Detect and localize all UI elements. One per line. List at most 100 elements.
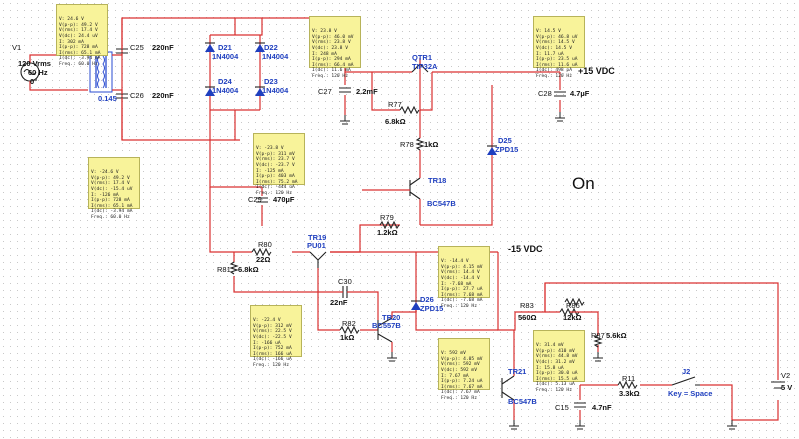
resistor-r81[interactable] [229,261,239,275]
probe-line: V(rms): 17.4 V [91,181,130,187]
probe-line: I(dc): -3.94 mA [91,209,133,215]
r11-value: 3.3kΩ [619,389,640,398]
r79-value: 1.2kΩ [377,228,398,237]
r83-value: 560Ω [518,313,537,322]
probe-line: Freq.: 120 Hz [256,190,292,196]
resistor-r86[interactable] [564,297,585,307]
probe-line: I: -7.68 mA [441,281,472,287]
transistor-tr18[interactable] [409,177,421,200]
r83-name: R83 [520,301,534,310]
probe-line: V(p-p): 46.8 uV [536,34,578,40]
probe-line: I(rms): 15.5 uA [536,376,578,382]
switch-j2[interactable] [671,376,700,386]
capacitor-c30[interactable] [342,286,348,298]
resistor-r87[interactable] [593,334,603,348]
zener-d25[interactable] [487,145,497,155]
pos-rail-label: +15 VDC [578,66,615,76]
resistor-r79[interactable] [379,220,400,230]
probe-line: I(dc): 498 pA [536,68,572,74]
probe-line: I(rms): 7.68 mA [441,292,483,298]
probe-line: V(rms): 14.5 V [536,40,575,46]
c27-name: C27 [318,87,332,96]
probe-line: I(rms): 11.6 uA [536,62,578,68]
capacitor-c29[interactable] [256,197,268,203]
c29-name: C29 [248,195,262,204]
probe-line: V(dc): -22.5 V [253,334,292,340]
transistor-tr20[interactable] [377,317,393,343]
probe-line: V(rms): 44.8 mV [536,354,578,360]
probe-line: V(p-p): 4.05 mV [441,356,483,362]
probe-line: V(rms): 14.4 V [441,270,480,276]
battery-v2[interactable] [771,381,785,389]
probe-line: I(dc): -166 uA [253,357,292,363]
probe-line: I: 7.67 mA [441,373,469,379]
qtr1-name: QTR1 [412,53,432,62]
c15-value: 4.7nF [592,403,612,412]
capacitor-c28[interactable] [554,91,566,97]
v2-value: 5 V [781,383,792,392]
d26-name: D26 [420,295,434,304]
resistor-r11[interactable] [617,380,638,390]
zener-d26[interactable] [411,300,421,310]
diode-d21[interactable] [205,42,215,52]
resistor-r83[interactable] [559,307,580,317]
tr20-name: TR20 [382,313,400,322]
d26-model: ZPD15 [420,304,443,313]
r79-name: R79 [380,213,394,222]
r82-value: 1kΩ [340,333,354,342]
probe-line: V(rms): 22.5 V [253,329,292,335]
probe-line: V(dc): -23.7 V [256,162,295,168]
d22-name: D22 [264,43,278,52]
probe-line: Freq.: 60.0 Hz [59,61,98,67]
c25-value: 220nF [152,43,174,52]
probe-line: I(p-p): 728 mA [91,198,130,204]
d23-model: 1N4004 [262,86,289,95]
capacitor-c27[interactable] [339,87,351,93]
resistor-r77[interactable] [399,105,420,115]
transistor-tr21[interactable] [501,375,515,401]
capacitor-c15[interactable] [574,402,586,408]
probe-line: V(p-p): 49.2 V [91,175,130,181]
probe-line: I(dc): 11.6 mA [312,68,351,74]
probe-line: Freq.: 120 Hz [441,395,477,401]
probe-line: Freq.: 120 Hz [312,73,348,79]
transistor-tr19[interactable] [309,251,327,268]
probe-line: V(p-p): 410 mV [536,348,575,354]
tr18-name: TR18 [428,176,446,185]
probe-line: V(dc): -14.4 V [441,275,480,281]
c29-value: 470µF [273,195,295,204]
d21-model: 1N4004 [212,52,239,61]
resistor-r78[interactable] [415,137,425,151]
probe-line: I(dc): -444 uA [256,185,295,191]
r77-name: R77 [388,100,402,109]
c30-value: 22nF [330,298,348,307]
j2-name: J2 [682,367,690,376]
probe-line: V: 592 mV [441,351,466,357]
c27-value: 2.2mF [356,87,378,96]
diode-d22[interactable] [255,42,265,52]
probe-line: I: -166 uA [253,340,281,346]
r81-value: 6.8kΩ [238,265,259,274]
diode-d23[interactable] [255,86,265,96]
probe-line: Freq.: 120 Hz [536,387,572,393]
c28-value: 4.7µF [570,89,590,98]
resistor-r82[interactable] [339,325,360,335]
probe-line: V(p-p): 312 mV [253,323,292,329]
c30-name: C30 [338,277,352,286]
resistor-r80[interactable] [251,247,272,257]
tr20-model: BC557B [372,321,401,330]
diode-d24[interactable] [205,86,215,96]
r86-name: R86 [566,301,580,310]
probe-line: I(p-p): 294 mA [312,57,351,63]
probe-line: I(rms): 75.2 mA [256,179,298,185]
